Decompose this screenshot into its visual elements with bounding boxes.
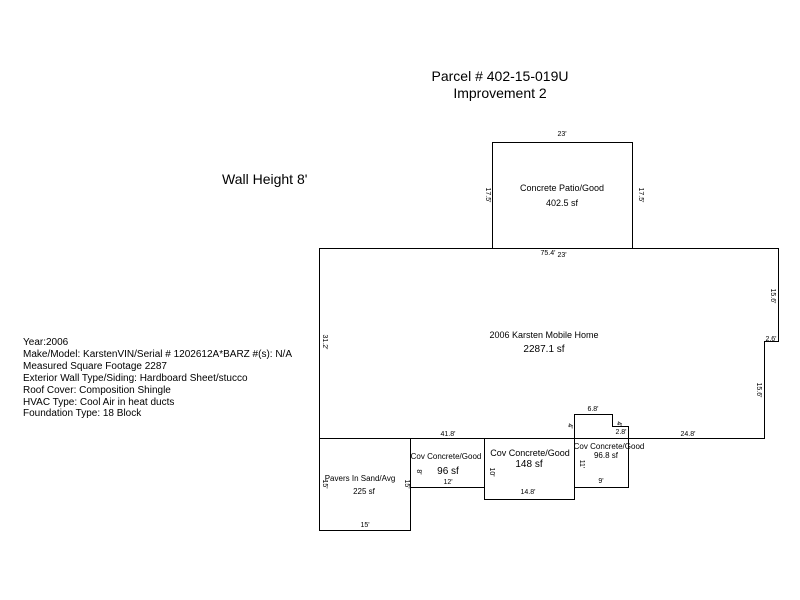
pavers-dim-bottom: 15': [360, 522, 369, 529]
cov-concrete-1-dim-left: 8': [415, 469, 422, 474]
cov-concrete-1-area: 96 sf: [437, 466, 459, 477]
info-foundation: Foundation Type: 18 Block: [23, 408, 142, 420]
cov-concrete-2-label: Cov Concrete/Good: [490, 448, 570, 458]
parcel-title: Parcel # 402-15-019U: [431, 68, 569, 84]
patio-dim-top: 23': [557, 131, 566, 138]
property-info-block: Year:2006 Make/Model: KarstenVIN/Serial …: [23, 337, 292, 420]
patio-dim-left: 17.5': [484, 188, 491, 203]
cov-concrete-3-dim-bottom: 9': [598, 478, 603, 485]
info-make-model: Make/Model: KarstenVIN/Serial # 1202612A…: [23, 348, 293, 360]
pavers-dim-left: 15': [321, 479, 328, 488]
pavers-area: 225 sf: [353, 487, 376, 496]
patio-area: 402.5 sf: [546, 198, 579, 208]
home-dim-notch-step: 2.8': [615, 429, 626, 436]
home-dim-notch-top: 6.8': [587, 406, 598, 413]
home-dim-bottom-left: 41.8': [441, 431, 456, 438]
home-dim-right-upper: 15.6': [769, 289, 776, 304]
cov-concrete-2-dim-bottom: 14.8': [521, 489, 536, 496]
cov-concrete-3-label: Cov Concrete/Good: [574, 442, 645, 451]
cov-concrete-3-dim-left: 11': [578, 460, 585, 469]
home-label: 2006 Karsten Mobile Home: [489, 330, 598, 340]
home-dim-notch-right: 4': [615, 421, 622, 426]
info-year: Year:2006: [23, 337, 69, 348]
cov-concrete-2-area: 148 sf: [515, 459, 542, 470]
wall-height-label: Wall Height 8': [222, 171, 308, 187]
home-area: 2287.1 sf: [523, 344, 564, 355]
pavers-dim-right: 15': [403, 479, 410, 488]
patio-dim-bottom: 23': [557, 252, 566, 259]
patio-shape: [492, 142, 633, 249]
info-exterior-wall: Exterior Wall Type/Siding: Hardboard She…: [23, 372, 248, 384]
home-dim-bottom-right: 24.8': [681, 431, 696, 438]
home-dim-top: 75.4': [541, 250, 556, 257]
home-dim-left: 31.2': [321, 335, 328, 350]
improvement-title: Improvement 2: [453, 85, 547, 101]
cov-concrete-2-dim-left: 10': [488, 467, 495, 476]
home-dim-notch-side: 4': [566, 423, 573, 428]
home-dim-right-lower: 15.6': [755, 383, 762, 398]
cov-concrete-1-label: Cov Concrete/Good: [411, 452, 482, 461]
info-square-footage: Measured Square Footage 2287: [23, 360, 167, 372]
info-roof-cover: Roof Cover: Composition Shingle: [23, 384, 171, 396]
cov-concrete-3-shape: [574, 438, 629, 488]
home-dim-step: 2.6': [765, 336, 776, 343]
cov-concrete-3-area: 96.8 sf: [594, 451, 619, 460]
patio-label: Concrete Patio/Good: [520, 183, 604, 193]
patio-dim-right: 17.5': [637, 188, 644, 203]
cov-concrete-1-dim-bottom: 12': [443, 479, 452, 486]
info-hvac: HVAC Type: Cool Air in heat ducts: [23, 396, 175, 408]
pavers-label: Pavers In Sand/Avg: [325, 474, 396, 483]
pavers-shape: [319, 438, 411, 531]
